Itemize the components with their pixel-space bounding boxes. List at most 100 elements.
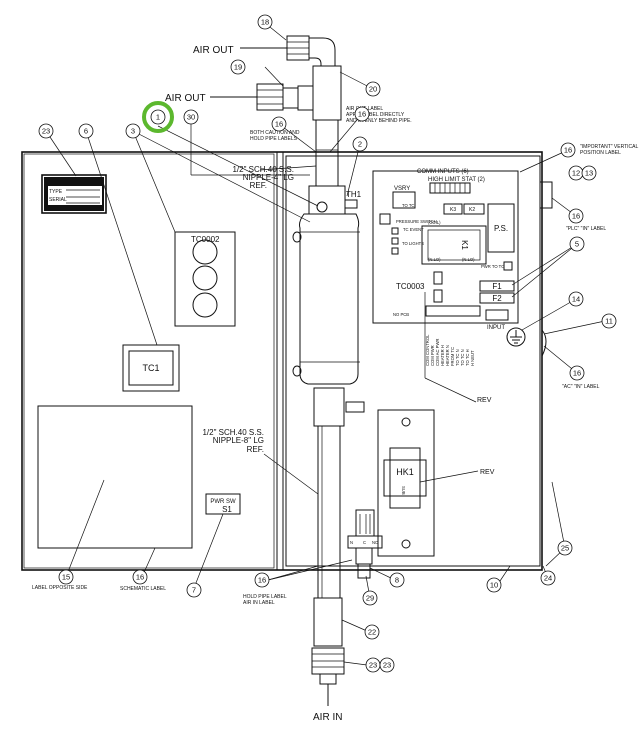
term-label-2: COM PWR xyxy=(430,345,435,366)
callout-30: 30 xyxy=(183,109,199,125)
f1-label: F1 xyxy=(492,282,502,291)
svg-text:16: 16 xyxy=(564,146,572,155)
callout-23-top: 23 xyxy=(38,123,54,139)
callout-25: 25 xyxy=(557,540,573,556)
relay-k1 xyxy=(421,225,487,265)
high-limit-label: HIGH LIMIT STAT (2) xyxy=(428,177,485,183)
term-label-4: HEATER H xyxy=(440,345,445,366)
hk1-sub-label: SUB xyxy=(401,486,406,495)
svg-text:2: 2 xyxy=(358,140,362,149)
tc0003-board: VSRY COMM INPUTS (6) HIGH LIMIT STAT (2)… xyxy=(372,169,526,366)
fuse-f1 xyxy=(479,280,515,292)
ps-label: P.S. xyxy=(494,224,508,233)
nameplate-serial: SERIAL xyxy=(49,197,67,203)
svg-text:12: 12 xyxy=(572,169,580,178)
term-label-5: HEATER N xyxy=(445,345,450,366)
svg-text:20: 20 xyxy=(369,85,377,94)
svg-text:13: 13 xyxy=(585,169,593,178)
rev1-label: REV xyxy=(477,397,492,404)
nameplate-type: TYPE xyxy=(49,189,63,195)
term-label-9: TO TC H xyxy=(465,349,470,366)
no-pcb-label: NO PCB xyxy=(393,312,409,317)
svg-text:30: 30 xyxy=(187,113,195,122)
input-label: INPUT xyxy=(487,325,505,331)
rev2-label: REV xyxy=(480,469,495,476)
side-fitting xyxy=(539,181,553,209)
important-note-2: POSITION LABEL xyxy=(580,150,621,156)
hk1-label: HK1 xyxy=(396,467,414,477)
nlo1-label: (N.LO) xyxy=(428,257,441,262)
tc0002-panel: TC0002 xyxy=(174,231,236,327)
callout-16-b: 16 xyxy=(271,116,287,132)
callout-14: 14 xyxy=(568,291,584,307)
ground-symbol xyxy=(506,327,526,347)
svg-text:22: 22 xyxy=(368,628,376,637)
callout-16-d: 16 xyxy=(568,208,584,224)
callout-12: 12 xyxy=(568,165,584,181)
term-label-10: H NEUT xyxy=(470,350,475,366)
svg-text:16: 16 xyxy=(358,110,366,119)
schematic-label-area xyxy=(37,405,193,549)
vsry-label: VSRY xyxy=(394,186,410,192)
hinge-top xyxy=(292,231,302,243)
tc0003-label: TC0003 xyxy=(396,282,425,291)
svg-text:11: 11 xyxy=(605,317,613,326)
callout-16-e: 16 xyxy=(569,365,585,381)
svg-text:23: 23 xyxy=(369,661,377,670)
callout-16-f: 16 xyxy=(132,569,148,585)
nipple-8in xyxy=(317,425,341,599)
callout-3: 3 xyxy=(125,123,141,139)
power-supply xyxy=(487,203,515,253)
leader-lines xyxy=(45,22,606,666)
air-out-mid-label: AIR OUT xyxy=(165,93,206,104)
comm-inputs-label: COMM INPUTS (6) xyxy=(417,169,469,175)
k1-label: K1 xyxy=(460,240,469,250)
pwr-sw-label: PWR SW xyxy=(210,499,236,505)
svg-text:1: 1 xyxy=(156,113,160,122)
ps-c-label: C xyxy=(363,540,366,545)
nipple8-line3: REF. xyxy=(247,445,264,454)
hold-pipe-note-1: HOLD PIPE LABEL xyxy=(243,594,287,600)
callout-13: 13 xyxy=(581,165,597,181)
fitting-bottom-body xyxy=(313,597,343,647)
svg-text:29: 29 xyxy=(366,594,374,603)
to-lights-label: TO LIGHTS xyxy=(402,241,424,246)
callout-23-bottom: 23 xyxy=(379,657,395,673)
tee-fitting xyxy=(312,65,342,121)
callout-19: 19 xyxy=(230,59,246,75)
air-out-top-label: AIR OUT xyxy=(193,45,234,56)
air-in-label: AIR IN xyxy=(313,712,342,723)
heater-body xyxy=(299,213,360,385)
callout-5: 5 xyxy=(569,236,585,252)
svg-text:16: 16 xyxy=(573,369,581,378)
callout-16-a: 16 xyxy=(354,106,370,122)
callout-29: 29 xyxy=(362,590,378,606)
callout-16-g: 16 xyxy=(254,572,270,588)
enclosure xyxy=(21,151,553,571)
heater-head xyxy=(308,185,346,215)
callout-8: 8 xyxy=(389,572,405,588)
tc0002-label: TC0002 xyxy=(191,235,220,244)
important-note-1: "IMPORTANT" VERTICAL xyxy=(580,144,639,150)
ps-n-label: N xyxy=(350,540,353,545)
air-out-note-2: APPLY LABEL DIRECTLY xyxy=(346,112,405,118)
ac-in-note: "AC" "IN" LABEL xyxy=(562,384,600,390)
callout-11: 11 xyxy=(601,313,617,329)
svg-text:8: 8 xyxy=(395,576,399,585)
caution-note-2: HOLD PIPE LABELS xyxy=(250,136,298,142)
nipple4-line2: NIPPLE-4" LG xyxy=(243,173,294,182)
svg-text:16: 16 xyxy=(258,576,266,585)
nipple8-line1: 1/2" SCH.40 S.S. xyxy=(202,428,264,437)
svg-text:5: 5 xyxy=(575,240,579,249)
to-tc-label: TO TC xyxy=(402,203,414,208)
nameplate: TYPE SERIAL xyxy=(41,174,107,214)
svg-text:18: 18 xyxy=(261,18,269,27)
nipple-4in xyxy=(315,119,339,187)
term-label-7: TO TC N xyxy=(455,349,460,366)
f2-label: F2 xyxy=(492,294,502,303)
nipple8-line2: NIPPLE-8" LG xyxy=(213,436,264,445)
schematic-label-note: SCHEMATIC LABEL xyxy=(120,586,166,592)
svg-text:7: 7 xyxy=(192,586,196,595)
